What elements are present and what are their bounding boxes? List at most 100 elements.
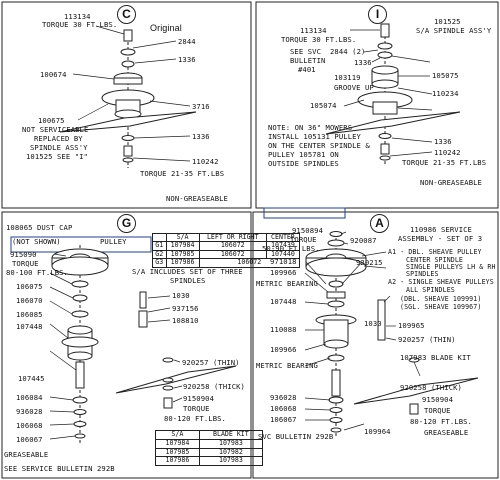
g-part-106085: 106085	[16, 310, 43, 319]
a-greaseable: GREASEABLE	[424, 428, 469, 437]
i-part-113134: 113134	[300, 26, 327, 35]
i-torque-30: TORQUE 30 FT.LBS.	[281, 35, 357, 44]
i-part-110242: 110242	[434, 148, 461, 157]
a-part-109964: 109964	[364, 427, 391, 436]
i-non-greaseable: NON-GREASEABLE	[420, 178, 482, 187]
a-torque-2: TORQUE	[424, 406, 451, 415]
g-torque-2-value: 80-120 FT.LBS.	[164, 414, 226, 423]
g-part-920258: 920258 (THICK)	[183, 382, 245, 391]
i-note-line-2: INSTALL 105131 PULLEY	[268, 132, 361, 141]
a-sgl-sheave: (SGL. SHEAVE 109967)	[400, 303, 482, 311]
g-part-106075: 106075	[16, 282, 43, 291]
g-dust-cap: 108065 DUST CAP	[6, 223, 73, 232]
a-part-110088: 110088	[270, 325, 297, 334]
g-part-920257: 920257 (THIN)	[182, 358, 240, 367]
c-part-2844: 2844	[178, 37, 196, 46]
i-groove-up: GROOVE UP	[334, 83, 374, 92]
panel-g-badge: G	[117, 214, 136, 233]
blade-kit-header-cell: BLADE KIT	[198, 430, 264, 440]
g-part-936028: 936028	[16, 407, 43, 416]
a-metric-bearing: METRIC BEARING	[256, 279, 318, 288]
g-torque-2: TORQUE	[183, 404, 210, 413]
panel-c-leader-lines	[72, 25, 191, 162]
g-not-shown: (NOT SHOWN)	[12, 237, 61, 246]
a-torque: TORQUE	[290, 235, 317, 244]
a-blade-kit: 107983 BLADE KIT	[400, 353, 471, 362]
a-note-a1: A1 - DBL. SHEAVE PULLEY	[388, 248, 482, 256]
a-assembly-set: ASSEMBLY - SET OF 3	[398, 234, 483, 243]
panel-g-leader-lines	[49, 253, 183, 440]
a-part-107448: 107448	[270, 297, 297, 306]
g-part-106067: 106067	[16, 435, 43, 444]
panel-g-spindle-art	[51, 245, 237, 445]
g-part-107448: 107448	[16, 322, 43, 331]
pulley-cell: 107439	[265, 241, 301, 251]
pulley-cell: 106072	[198, 258, 301, 268]
a-part-110986: 110986 SERVICE	[410, 225, 472, 234]
g-part-108810: 108810	[172, 316, 199, 325]
i-part-105075: 105075	[432, 71, 459, 80]
g-part-106068: 106068	[16, 421, 43, 430]
g-part-1030: 1030	[172, 291, 190, 300]
blade-kit-table: S/A BLADE KIT 107984 107983 107985 10798…	[155, 430, 264, 467]
pulley-cell: 107440	[265, 249, 301, 260]
a-part-971018: 971018	[270, 257, 297, 266]
i-part-1336: 1336	[354, 58, 372, 67]
c-see-i: 101525 SEE "I"	[26, 152, 88, 161]
i-note-line-4: PULLEY 105781 ON	[268, 150, 339, 159]
g-part-106084: 106084	[16, 393, 43, 402]
pulley-table: S/A LEFT OR RIGHT CENTER G1 107984 10607…	[152, 232, 301, 268]
i-see-svc: SEE SVC	[290, 47, 321, 56]
g-part-107445: 107445	[18, 374, 45, 383]
c-part-1336-bot: 1336	[192, 132, 210, 141]
i-part-103119: 103119	[334, 73, 361, 82]
c-torque-21: TORQUE 21-35 FT.LBS	[140, 169, 225, 178]
a-note-a2-all: ALL SPINDLES	[406, 286, 455, 294]
a-part-109966: 109966	[270, 268, 297, 277]
c-torque-30: TORQUE 30 FT.LBS.	[42, 20, 118, 29]
i-part-1336-b: 1336	[434, 137, 452, 146]
a-part-9150904: 9150904	[422, 395, 453, 404]
g-part-915090: 915090	[10, 250, 37, 259]
a-torque-2-value: 80-120 FT.LBS.	[410, 417, 472, 426]
pulley-cell: G3	[152, 258, 167, 268]
a-part-920258: 920258 (THICK)	[400, 383, 462, 392]
g-see-bulletin: SEE SERVICE BULLETIN 292B	[4, 464, 115, 473]
original-label: Original	[150, 23, 182, 33]
panel-i-frame	[255, 1, 499, 209]
a-note-a1-spindles: SPINDLES	[406, 270, 439, 278]
table-row: 107986 107983	[155, 456, 264, 467]
blade-kit-cell: 107984	[155, 438, 200, 449]
blade-kit-cell: 107983	[198, 456, 264, 467]
a-part-9150894: 9150894	[292, 226, 323, 235]
a-part-109965: 109965	[398, 321, 425, 330]
c-part-110242: 110242	[192, 157, 219, 166]
a-part-106067: 106067	[270, 415, 297, 424]
a-dbl-sheave: (DBL. SHEAVE 109991)	[400, 295, 482, 303]
table-row: G3 107986 106072	[152, 258, 301, 268]
a-part-106068: 106068	[270, 404, 297, 413]
blade-kit-header-cell: S/A	[155, 430, 200, 440]
panel-i-badge: I	[368, 5, 387, 24]
a-metric-bearing-2: METRIC BEARING	[256, 361, 318, 370]
a-note-a1-center: CENTER SPINDLE	[406, 256, 463, 264]
g-part-9150904: 9150904	[183, 394, 214, 403]
table-row: 107984 107983	[155, 438, 264, 449]
panel-a-leader-lines	[304, 231, 421, 431]
pulley-cell: 107986	[165, 258, 200, 268]
g-part-106070: 106070	[16, 296, 43, 305]
blade-kit-cell: 107986	[155, 456, 200, 467]
g-pulley-label: PULLEY	[100, 237, 127, 246]
i-bulletin-number: #401	[298, 65, 316, 74]
c-part-1336-top: 1336	[178, 55, 196, 64]
i-sa-spindle: S/A SPINDLE ASS'Y	[416, 26, 492, 35]
a-part-920087: 920087	[350, 236, 377, 245]
a-part-109966-b: 109966	[270, 345, 297, 354]
c-non-greaseable: NON-GREASEABLE	[166, 194, 228, 203]
a-part-1030: 1030	[364, 319, 382, 328]
c-part-100674: 100674	[40, 70, 67, 79]
i-part-101525: 101525	[434, 17, 461, 26]
blade-kit-header: S/A BLADE KIT	[155, 430, 264, 440]
c-part-100675: 100675	[38, 116, 65, 125]
